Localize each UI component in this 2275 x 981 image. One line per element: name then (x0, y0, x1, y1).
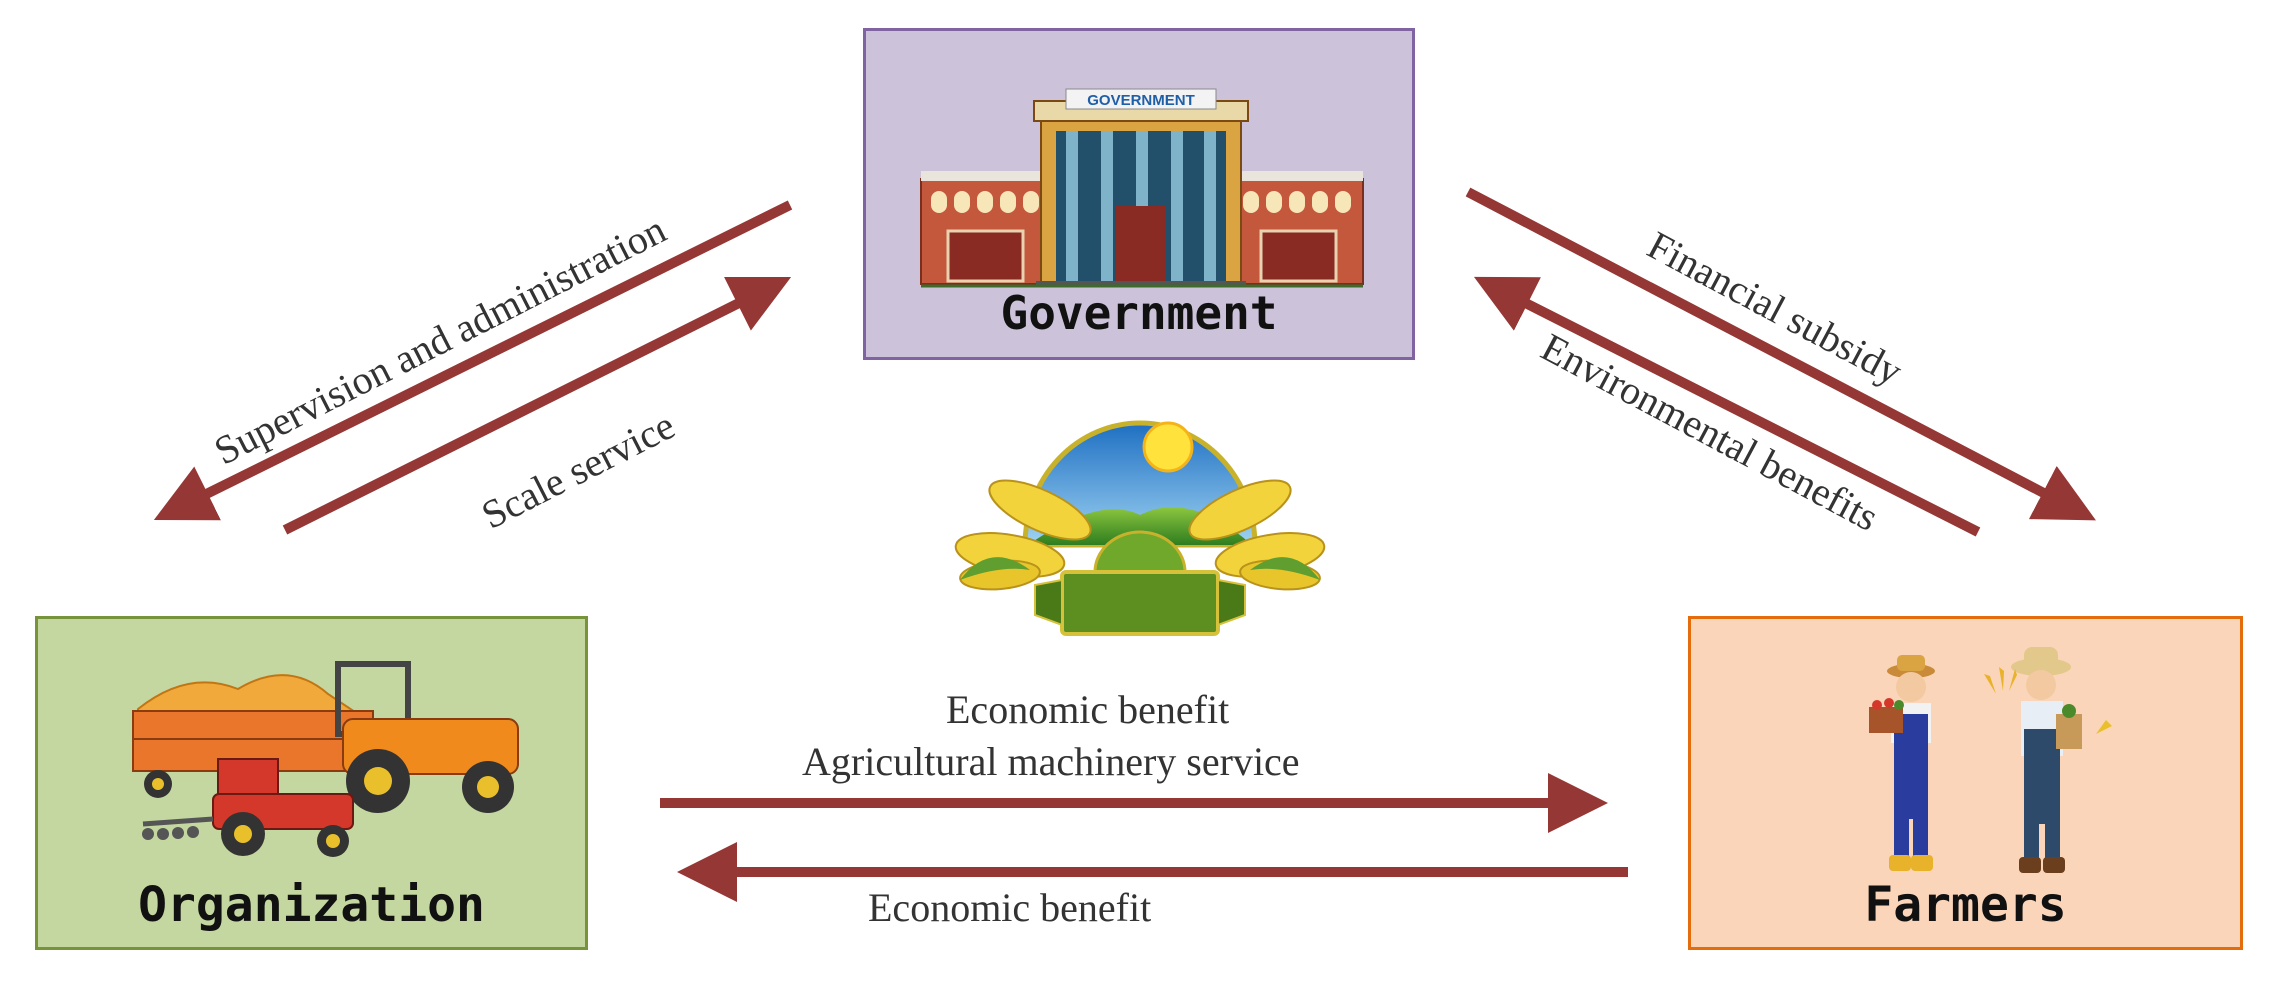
farmers-node: Farmers (1688, 616, 2243, 950)
arrow-supervision (153, 200, 793, 521)
tractor-harvest-icon (132, 661, 519, 857)
arrow-financial-subsidy (1465, 187, 2096, 521)
economic-benefit-top-label: Economic benefit (946, 687, 1230, 732)
machinery-service-label: Agricultural machinery service (802, 739, 1300, 784)
arrow-environmental-benefits (1473, 276, 1981, 537)
organization-node: Organization (35, 616, 588, 950)
government-label: Government (1000, 286, 1278, 340)
government-building-icon: GOVERNMENT (920, 88, 1364, 288)
government-sign: GOVERNMENT (1087, 92, 1195, 109)
farmers-people-icon (1869, 647, 2112, 873)
farmers-label: Farmers (1864, 877, 2067, 933)
government-node: GOVERNMENT Government (863, 28, 1415, 360)
arrow-scale-service (282, 276, 792, 535)
economic-benefit-bottom-label: Economic benefit (868, 885, 1152, 930)
organization-label: Organization (138, 877, 485, 933)
